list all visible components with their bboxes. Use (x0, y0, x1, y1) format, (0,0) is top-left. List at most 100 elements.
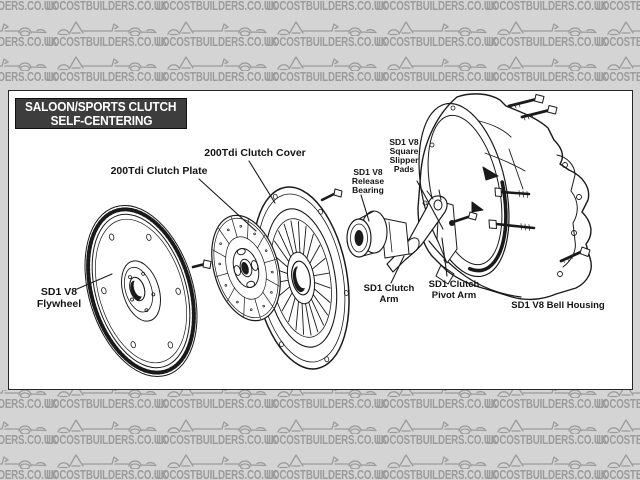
watermark-text: LOCOSTBUILDERS.CO.UK (46, 34, 168, 49)
diagram-panel: SALOON/SPORTS CLUTCH SELF-CENTERING SD1 … (8, 90, 633, 390)
watermark-cell: LOCOSTBUILDERS.CO.UK (596, 0, 640, 13)
watermark-text: LOCOSTBUILDERS.CO.UK (46, 70, 168, 84)
locost-car-icon (0, 420, 47, 434)
label-text: Square (389, 146, 419, 156)
locost-car-icon (497, 56, 597, 71)
title-line-1: SALOON/SPORTS CLUTCH (25, 99, 177, 114)
bolts-drawing (488, 94, 591, 263)
watermark-cell: LOCOSTBUILDERS.CO.UK (0, 418, 58, 447)
locost-car-icon (57, 20, 157, 36)
leader-clutch-arm (390, 255, 405, 284)
label-clutch-plate: 200Tdi Clutch Plate (93, 165, 225, 178)
watermark-text: LOCOSTBUILDERS.CO.UK (0, 0, 58, 13)
label-text: SD1 V8 (389, 137, 419, 147)
locost-car-icon (607, 390, 640, 398)
watermark-text: LOCOSTBUILDERS.CO.UK (376, 70, 498, 84)
label-text: SD1 V8 (353, 167, 383, 177)
watermark-text: LOCOSTBUILDERS.CO.UK (266, 468, 388, 480)
label-slipper-pads: SD1 V8 Square Slipper Pads (381, 138, 427, 174)
locost-car-icon (57, 454, 157, 469)
watermark-band-bottom: LOCOSTBUILDERS.CO.UK LOCOSTBUILDERS.CO.U… (0, 390, 640, 480)
watermark-text: LOCOSTBUILDERS.CO.UK (376, 432, 498, 447)
watermark-text: LOCOSTBUILDERS.CO.UK (376, 397, 498, 411)
title-line-2: SELF-CENTERING (50, 113, 152, 128)
watermark-text: LOCOSTBUILDERS.CO.UK (266, 397, 388, 411)
locost-car-icon (387, 20, 487, 36)
title-box: SALOON/SPORTS CLUTCH SELF-CENTERING (15, 98, 187, 129)
label-text: Pads (393, 164, 415, 174)
locost-car-icon (0, 22, 47, 36)
watermark-cell: LOCOSTBUILDERS.CO.UK (266, 390, 388, 411)
watermark-text: LOCOSTBUILDERS.CO.UK (486, 34, 608, 49)
watermark-cell: LOCOSTBUILDERS.CO.UK (596, 20, 640, 49)
label-release-bearing: SD1 V8 Release Bearing (345, 168, 391, 195)
locost-car-icon (277, 454, 377, 469)
watermark-row: LOCOSTBUILDERS.CO.UK LOCOSTBUILDERS.CO.U… (0, 20, 640, 49)
label-text: Bearing (352, 185, 384, 195)
watermark-text: LOCOSTBUILDERS.CO.UK (266, 432, 388, 447)
watermark-cell: LOCOSTBUILDERS.CO.UK (266, 55, 388, 84)
watermark-cell: LOCOSTBUILDERS.CO.UK (486, 55, 608, 84)
label-flywheel: SD1 V8 Flywheel (19, 286, 99, 310)
release-bearing-drawing (346, 210, 410, 259)
watermark-cell: LOCOSTBUILDERS.CO.UK (156, 55, 278, 84)
watermark-text: LOCOSTBUILDERS.CO.UK (0, 432, 58, 447)
watermark-cell: LOCOSTBUILDERS.CO.UK (266, 20, 388, 49)
locost-car-icon (0, 58, 47, 71)
watermark-cell: LOCOSTBUILDERS.CO.UK (486, 20, 608, 49)
label-text: Slipper (389, 155, 419, 165)
locost-car-icon (57, 390, 157, 398)
locost-car-icon (0, 390, 47, 398)
watermark-text: LOCOSTBUILDERS.CO.UK (486, 397, 608, 411)
plate-bolt-drawing (191, 259, 212, 269)
watermark-cell: LOCOSTBUILDERS.CO.UK (46, 418, 168, 447)
locost-car-icon (607, 20, 640, 35)
locost-car-icon (497, 454, 597, 469)
locost-car-icon (57, 56, 157, 71)
watermark-cell: LOCOSTBUILDERS.CO.UK (156, 0, 278, 13)
watermark-text: LOCOSTBUILDERS.CO.UK (156, 70, 278, 84)
watermark-cell: LOCOSTBUILDERS.CO.UK (376, 418, 498, 447)
leader-lines (76, 160, 448, 290)
label-text: Flywheel (36, 297, 82, 310)
locost-car-icon (167, 20, 267, 36)
leader-pivot-arm (441, 237, 448, 277)
watermark-cell: LOCOSTBUILDERS.CO.UK (266, 453, 388, 480)
watermark-cell: LOCOSTBUILDERS.CO.UK (156, 20, 278, 49)
watermark-row: LOCOSTBUILDERS.CO.UK LOCOSTBUILDERS.CO.U… (0, 390, 640, 411)
locost-car-icon (167, 56, 267, 71)
cover-bolt-drawing (320, 188, 343, 202)
watermark-text: LOCOSTBUILDERS.CO.UK (266, 0, 388, 13)
locost-car-icon (387, 418, 487, 434)
watermark-cell: LOCOSTBUILDERS.CO.UK (46, 390, 168, 411)
watermark-text: LOCOSTBUILDERS.CO.UK (156, 397, 278, 411)
locost-car-icon (0, 456, 47, 469)
label-text: SD1 V8 (40, 286, 78, 298)
watermark-cell: LOCOSTBUILDERS.CO.UK (486, 453, 608, 480)
watermark-text: LOCOSTBUILDERS.CO.UK (486, 432, 608, 447)
watermark-text: LOCOSTBUILDERS.CO.UK (596, 397, 640, 411)
label-text: Release (351, 176, 385, 186)
watermark-text: LOCOSTBUILDERS.CO.UK (596, 70, 640, 84)
locost-car-icon (387, 454, 487, 469)
label-clutch-cover: 200Tdi Clutch Cover (189, 147, 321, 160)
watermark-cell: LOCOSTBUILDERS.CO.UK (596, 390, 640, 411)
watermark-cell: LOCOSTBUILDERS.CO.UK (0, 55, 58, 84)
locost-car-icon (277, 418, 377, 434)
watermark-text: LOCOSTBUILDERS.CO.UK (376, 34, 498, 49)
label-text: SD1 Clutch (428, 279, 480, 290)
watermark-row: LOCOSTBUILDERS.CO.UK LOCOSTBUILDERS.CO.U… (0, 55, 640, 84)
watermark-text: LOCOSTBUILDERS.CO.UK (486, 0, 608, 13)
watermark-cell: LOCOSTBUILDERS.CO.UK (376, 390, 498, 411)
watermark-cell: LOCOSTBUILDERS.CO.UK (0, 453, 58, 480)
watermark-cell: LOCOSTBUILDERS.CO.UK (596, 418, 640, 447)
locost-car-icon (497, 390, 597, 398)
watermark-cell: LOCOSTBUILDERS.CO.UK (0, 390, 58, 411)
locost-car-icon (607, 454, 640, 469)
label-text: SD1 V8 Bell Housing (511, 300, 605, 311)
watermark-cell: LOCOSTBUILDERS.CO.UK (486, 390, 608, 411)
leader-clutch-plate (198, 178, 257, 232)
locost-car-icon (607, 56, 640, 71)
leader-release-bearing (360, 194, 370, 222)
label-bell-housing: SD1 V8 Bell Housing (499, 300, 617, 312)
